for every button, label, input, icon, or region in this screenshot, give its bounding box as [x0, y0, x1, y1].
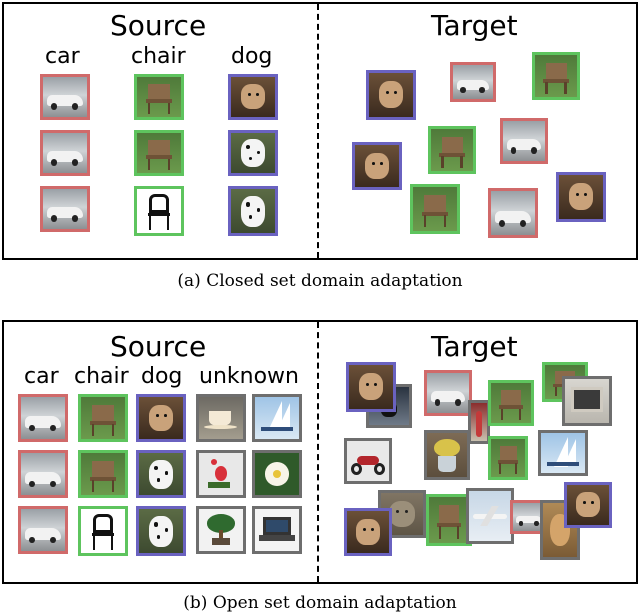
closed-class-dog: dog [231, 44, 273, 69]
open-source-dog-2 [136, 450, 186, 498]
closed-source-car-3 [40, 186, 90, 232]
open-source-car-1 [18, 394, 68, 442]
open-source-unknown-6 [252, 506, 302, 554]
closed-source-dog-1 [228, 74, 278, 120]
closed-target-chair-1 [532, 52, 580, 100]
open-target-unknown-8 [466, 488, 514, 544]
open-target-title: Target [431, 330, 518, 363]
open-target-dog-2 [564, 482, 612, 528]
closed-target-dog-2 [352, 142, 402, 190]
closed-target-car-1 [450, 62, 496, 102]
open-class-chair: chair [74, 364, 129, 389]
closed-target-car-2 [500, 118, 548, 164]
closed-target-chair-3 [410, 184, 460, 234]
open-source-unknown-1 [196, 394, 246, 442]
closed-target-dog-3 [556, 172, 606, 222]
closed-class-chair: chair [131, 44, 186, 69]
open-target-unknown-4 [344, 438, 392, 484]
open-source-car-3 [18, 506, 68, 554]
open-source-unknown-4 [252, 450, 302, 498]
open-set-divider [317, 322, 319, 582]
closed-source-title: Source [110, 9, 207, 42]
closed-class-car: car [45, 44, 80, 69]
open-source-unknown-3 [196, 450, 246, 498]
closed-target-title: Target [431, 9, 518, 42]
open-target-chair-3 [488, 436, 528, 480]
open-target-dog-1 [346, 362, 396, 412]
closed-source-dog-2 [228, 130, 278, 176]
closed-set-caption: (a) Closed set domain adaptation [177, 271, 463, 291]
closed-target-car-3 [488, 188, 538, 238]
open-source-chair-3 [78, 506, 128, 556]
closed-source-dog-3 [228, 186, 278, 236]
closed-source-chair-2 [134, 130, 184, 176]
open-source-chair-1 [78, 394, 128, 442]
open-source-unknown-2 [252, 394, 302, 442]
open-class-dog: dog [141, 364, 183, 389]
open-target-unknown-5 [424, 430, 470, 480]
open-target-unknown-6 [538, 430, 588, 476]
open-source-unknown-5 [196, 506, 246, 554]
closed-source-car-1 [40, 74, 90, 120]
open-target-dog-3 [344, 508, 392, 556]
open-source-title: Source [110, 330, 207, 363]
open-target-car-1 [424, 370, 472, 416]
open-source-dog-3 [136, 506, 186, 556]
open-class-car: car [24, 364, 59, 389]
closed-target-dog-1 [366, 70, 416, 120]
closed-source-chair-1 [134, 74, 184, 120]
closed-source-car-2 [40, 130, 90, 176]
open-source-chair-2 [78, 450, 128, 498]
closed-set-divider [317, 4, 319, 258]
open-source-car-2 [18, 450, 68, 498]
open-source-dog-1 [136, 394, 186, 442]
closed-source-chair-3 [134, 186, 184, 236]
open-target-unknown-3 [562, 376, 612, 426]
closed-target-chair-2 [428, 126, 476, 174]
open-target-chair-1 [488, 380, 534, 426]
open-set-caption: (b) Open set domain adaptation [183, 593, 457, 613]
open-class-unknown: unknown [199, 364, 299, 389]
open-target-unknown-2 [468, 400, 490, 444]
